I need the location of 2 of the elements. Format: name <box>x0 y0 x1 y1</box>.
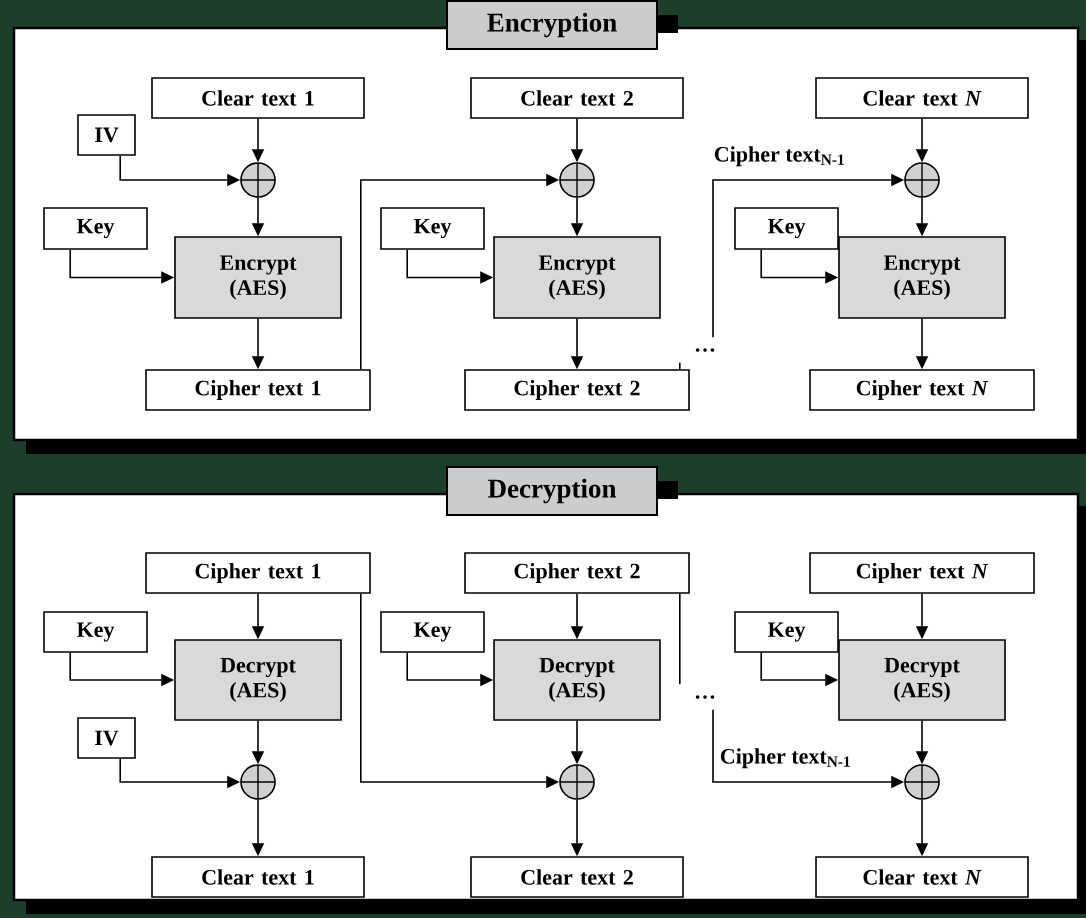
panel-title: Encryption <box>446 0 678 50</box>
panel-title: Decryption <box>446 466 678 516</box>
